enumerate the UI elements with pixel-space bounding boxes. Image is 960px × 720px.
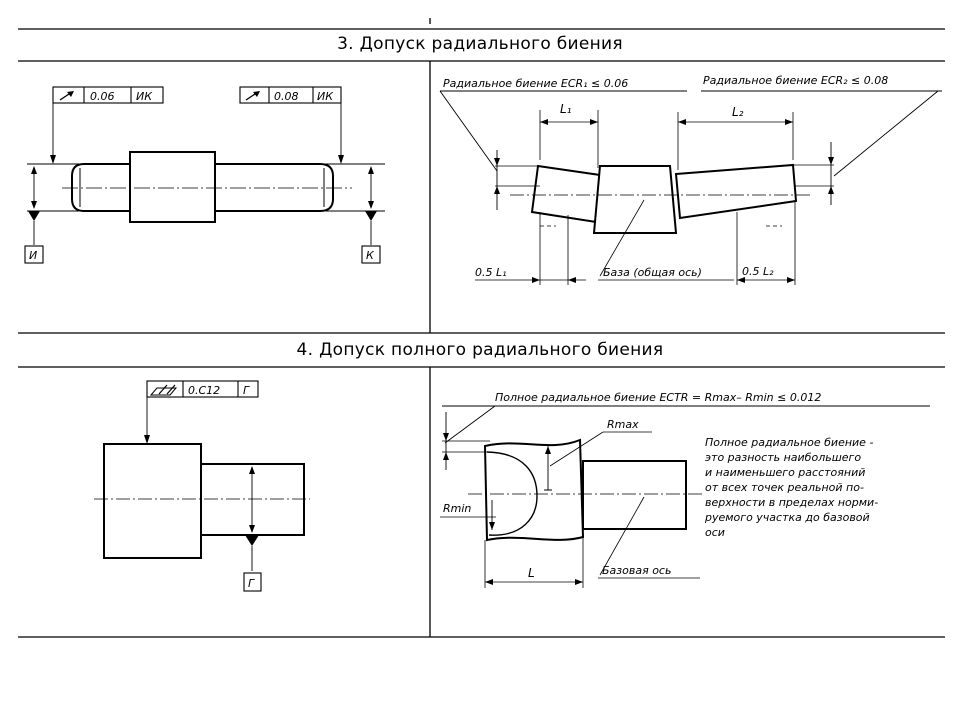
rmax-label: Rmax — [607, 418, 639, 431]
datum-ref-right: ИК — [317, 90, 334, 103]
tolerance-value-left: 0.06 — [90, 90, 115, 103]
definition-line-6: руемого участка до базовой — [704, 511, 870, 524]
tolerance-frame-left: 0.06 ИК — [52, 86, 164, 104]
tolerance-value-right: 0.08 — [274, 90, 299, 103]
total-runout-value: 0.С12 — [188, 384, 220, 397]
ecr2-label: Радиальное биение ECR₂ ≤ 0.08 — [703, 74, 888, 87]
ecr1-label: Радиальное биение ECR₁ ≤ 0.06 — [443, 77, 628, 90]
total-runout-diagram — [440, 405, 930, 588]
dim-l2: L₂ — [732, 105, 744, 119]
dim-half-l1: 0.5 L₁ — [475, 266, 507, 279]
definition-line-7: оси — [705, 526, 725, 539]
svg-text:И: И — [29, 249, 37, 262]
runout-arrow-icon — [253, 91, 260, 97]
datum-ref-g: Г — [243, 384, 250, 397]
shaft-drawing-3-left — [27, 103, 385, 245]
total-runout-labels: Полное радиальное биение ECTR = Rmax– Rm… — [443, 391, 878, 580]
base-common-axis-label: База (общая ось) — [603, 266, 702, 279]
runout-labels-3-right: Радиальное биение ECR₁ ≤ 0.06 Радиальное… — [443, 74, 888, 279]
section-4-title: 4. Допуск полного радиального биения — [296, 340, 664, 360]
table-grid — [18, 18, 945, 638]
base-axis-label: Базовая ось — [602, 564, 671, 577]
double-arrow-icon — [158, 384, 176, 395]
shaft-drawing-4-left — [94, 397, 310, 571]
datum-box-g: Г — [243, 572, 262, 592]
dim-half-l2: 0.5 L₂ — [742, 265, 774, 278]
datum-box-k: К — [361, 245, 381, 264]
total-runout-icon — [149, 387, 178, 396]
runout-arrow-icon — [67, 91, 74, 97]
svg-text:К: К — [366, 249, 375, 262]
tolerance-frame-right: 0.08 ИК — [239, 86, 342, 104]
svg-text:Г: Г — [248, 577, 255, 590]
datum-box-i: И — [24, 245, 44, 264]
definition-line-1: Полное радиальное биение - — [705, 436, 873, 449]
definition-line-3: и наименьшего расстояний — [705, 466, 865, 479]
rmin-label: Rmin — [443, 502, 471, 515]
section-3-title: 3. Допуск радиального биения — [337, 34, 623, 54]
definition-line-4: от всех точек реальной по- — [705, 481, 864, 494]
runout-diagram-3-right — [439, 90, 942, 285]
tolerance-frame-total-runout: 0.С12 Г — [146, 380, 259, 398]
definition-line-2: это разность наибольшего — [705, 451, 861, 464]
dim-l: L — [528, 566, 535, 580]
dim-l1: L₁ — [560, 102, 572, 116]
definition-line-5: верхности в пределах норми- — [705, 496, 878, 509]
ectr-label: Полное радиальное биение ECTR = Rmax– Rm… — [495, 391, 821, 404]
datum-ref-left: ИК — [136, 90, 153, 103]
